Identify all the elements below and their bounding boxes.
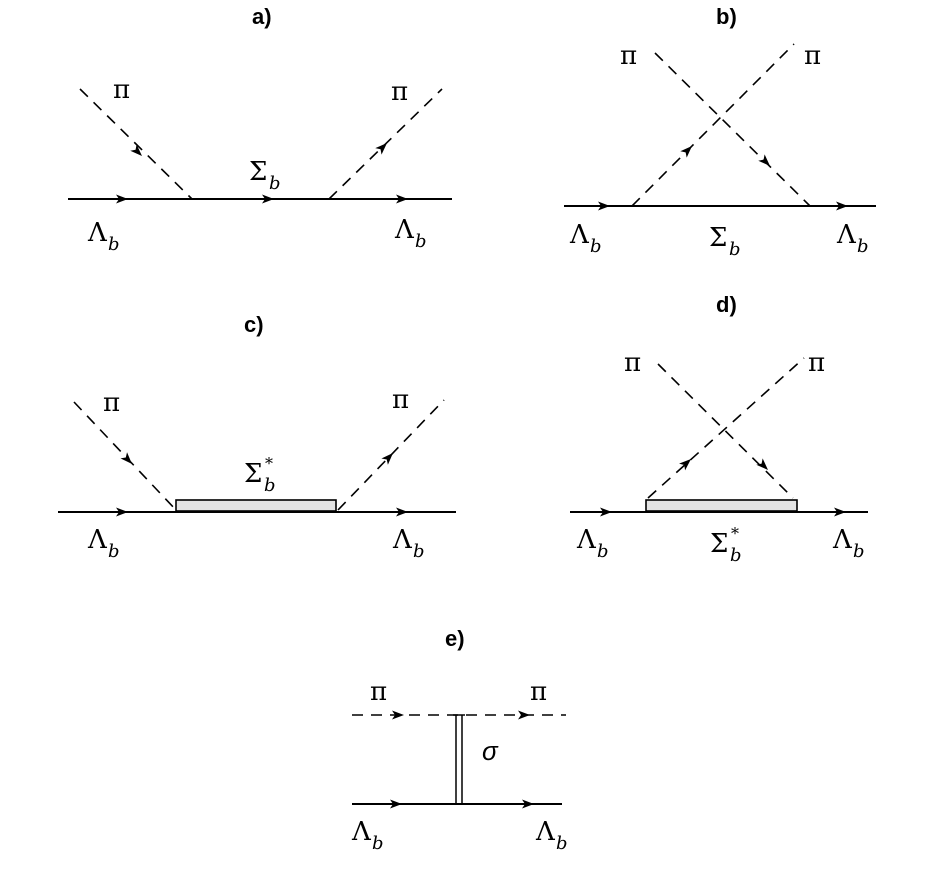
panel-d-resonance-propagator [645,499,798,512]
panel-c-label: c) [244,312,264,337]
panel-d-baryon-in-label: Λ [576,525,597,555]
panel-e-baryon-out-label: Λ [535,817,556,847]
panel-d-intermediate-sup: * [731,524,739,543]
panel-b-pion-out-line [631,43,795,207]
panel-c-resonance-propagator [175,499,337,512]
panel-b-pion-in-line [654,52,811,207]
panel-e-baryon-in-label: Λ [351,817,372,847]
panel-b-baryon-out-sub: b [857,236,869,257]
panel-e-pion-in-label: π [370,677,387,707]
panel-d-intermediate-label: Σ [710,529,728,559]
panel-d-intermediate-sub: b [730,545,742,566]
panel-d-pion-in-label: π [624,348,641,378]
panel-b-intermediate-sub: b [729,239,741,260]
panel-c-intermediate-sub: b [264,475,276,496]
panel-b-label: b) [716,4,737,29]
panel-a-baryon-in-label: Λ [87,218,108,248]
panel-d-pion-out-label: π [808,348,825,378]
panel-c: c) π π Σ * b Λ b Λ b [58,312,456,562]
panel-e-pion-out-label: π [530,677,547,707]
panel-c-baryon-out-sub: b [413,541,425,562]
panel-a: a) π π Σ b Λ b Λ b [68,4,452,255]
panel-a-pion-in-line [79,88,193,200]
panel-c-baryon-in-label: Λ [87,525,108,555]
panel-a-baryon-out-sub: b [415,231,427,252]
panel-b-baryon-out-label: Λ [836,220,857,250]
panel-c-intermediate-sup: * [265,454,273,473]
panel-e-label: e) [445,626,465,651]
panel-c-baryon-out-label: Λ [392,525,413,555]
panel-d-pion-out-line [647,357,805,499]
panel-a-baryon-out-label: Λ [394,215,415,245]
panel-a-pion-out-label: π [391,77,408,107]
panel-d: d) π π Σ * b Λ b Λ b [570,292,868,566]
panel-d-pion-in-arrow [756,458,772,474]
panel-d-label: d) [716,292,737,317]
panel-d-baryon-out-sub: b [853,541,865,562]
panel-e-pion-out-arrow [518,710,530,720]
panel-e-baryon-out-sub: b [556,833,568,854]
panel-b-pion-in-label: π [620,41,637,71]
panel-d-baryon-out-label: Λ [832,525,853,555]
panel-a-baryon-in-sub: b [108,234,120,255]
panel-c-baryon-in-sub: b [108,541,120,562]
panel-e-baryon-in-sub: b [372,833,384,854]
panel-c-pion-in-line [73,401,177,511]
panel-e-exchange-label: σ [482,736,499,766]
panel-b: b) π π Σ b Λ b Λ b [564,4,876,260]
panel-c-pion-in-label: π [103,388,120,418]
panel-b-pion-out-label: π [804,41,821,71]
panel-a-intermediate-label: Σ [249,157,267,187]
panel-a-pion-in-label: π [113,75,130,105]
panel-d-pion-in-line [657,363,794,499]
panel-e: e) π π σ Λ b Λ b [351,626,568,854]
panel-d-baryon-in-sub: b [597,541,609,562]
panel-a-label: a) [252,4,272,29]
panel-a-intermediate-sub: b [269,173,281,194]
panel-b-baryon-in-label: Λ [569,220,590,250]
panel-c-pion-out-label: π [392,385,409,415]
panel-b-baryon-in-sub: b [590,236,602,257]
panel-b-intermediate-label: Σ [709,223,727,253]
panel-c-intermediate-label: Σ [244,459,262,489]
